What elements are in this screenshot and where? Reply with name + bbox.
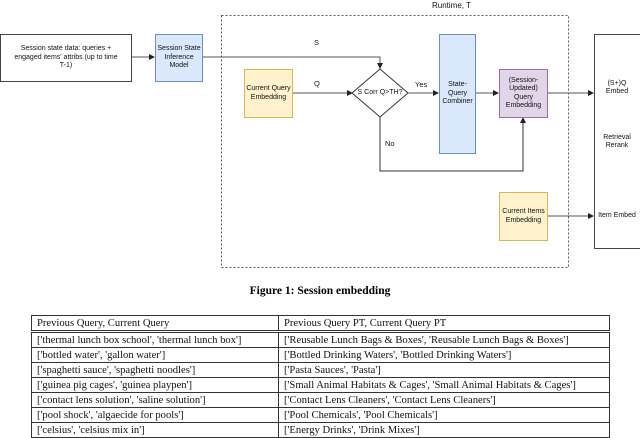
edge-q-label: Q [314,79,320,88]
edge-yes-label: Yes [415,80,428,89]
table-cell: ['Energy Drinks', 'Drink Mixes'] [278,422,610,438]
retrieval-rerank-label: Retrieval Rerank [603,133,631,150]
current-query-embedding-box: Current Query Embedding [244,69,293,118]
session-state-data-box: Session state data: queries + engaged it… [0,34,132,82]
table-row: ['celsius', 'celsius mix in']['Energy Dr… [31,422,610,438]
table-row: ['contact lens solution', 'saline soluti… [31,392,610,408]
updated-query-embedding-box: (Session-Updated) Query Embedding [499,69,548,118]
table-row: ['spaghetti sauce', 'spaghetti noodles']… [31,362,610,378]
table-cell: ['Bottled Drinking Waters', 'Bottled Dri… [278,347,610,363]
sq-embed-label: (S+)Q Embed [605,79,629,96]
edge-no-label: No [385,139,395,148]
table-row: ['bottled water', 'gallon water']['Bottl… [31,347,610,363]
diagram-connectors [131,15,594,268]
column-header: Previous Query PT, Current Query PT [278,315,610,333]
table-cell: ['Small Animal Habitats & Cages', 'Small… [278,377,610,393]
column-header: Previous Query, Current Query [31,315,279,333]
decision-label: S Corr Q>TH? [357,88,403,96]
table-row: ['thermal lunch box school', 'thermal lu… [31,331,610,348]
table-cell: ['Pasta Sauces', 'Pasta'] [278,362,610,378]
table-cell: ['Pool Chemicals', 'Pool Chemicals'] [278,407,610,423]
table-cell: ['guinea pig cages', 'guinea playpen'] [31,377,279,393]
retrieval-box [594,34,640,249]
table-cell: ['bottled water', 'gallon water'] [31,347,279,363]
edge-s [202,56,383,69]
state-query-combiner-box: State-Query Combiner [439,34,476,154]
edge-s-label: S [314,38,320,47]
table-header-row: Previous Query, Current Query Previous Q… [31,315,610,333]
runtime-label: Runtime, T [432,1,471,10]
table-cell: ['pool shock', 'algaecide for pools'] [31,407,279,423]
table-cell: ['contact lens solution', 'saline soluti… [31,392,279,408]
figure-caption: Figure 1: Session embedding [249,285,391,297]
edge-no [379,117,526,172]
current-items-embedding-box: Current Items Embedding [499,192,548,241]
table-cell: ['Reusable Lunch Bags & Boxes', 'Reusabl… [278,331,610,348]
table-row: ['guinea pig cages', 'guinea playpen']['… [31,377,610,393]
table-cell: ['spaghetti sauce', 'spaghetti noodles'] [31,362,279,378]
item-embed-label: Item Embed [598,211,636,219]
query-pairs-table: Previous Query, Current Query Previous Q… [31,315,610,438]
table-row: ['pool shock', 'algaecide for pools']['P… [31,407,610,423]
runtime-boundary [221,15,569,268]
session-state-model-box: Session State Inference Model [155,34,203,82]
table-cell: ['thermal lunch box school', 'thermal lu… [31,331,279,348]
table-cell: ['Contact Lens Cleaners', 'Contact Lens … [278,392,610,408]
table-cell: ['celsius', 'celsius mix in'] [31,422,279,438]
